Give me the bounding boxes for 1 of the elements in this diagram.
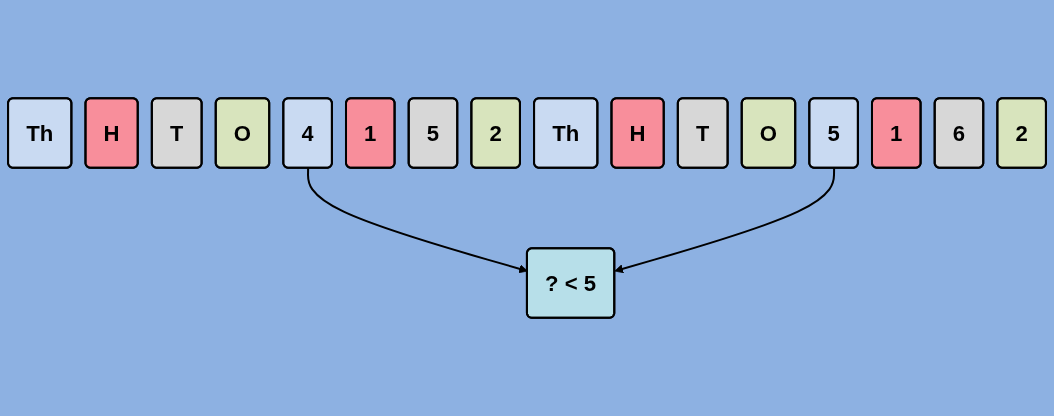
- arrow: [614, 168, 836, 274]
